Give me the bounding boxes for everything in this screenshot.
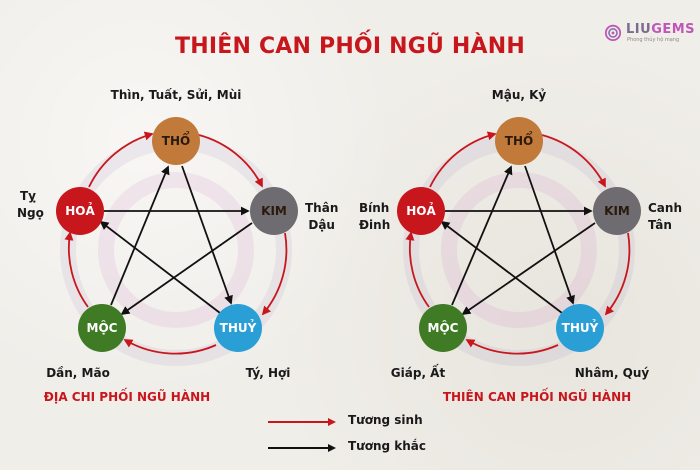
node-tho-right: THỔ xyxy=(504,134,534,148)
label-kim-left: Thân Dậu xyxy=(305,201,339,232)
label-tho-right: Mậu, Kỷ xyxy=(491,88,547,102)
page-title: THIÊN CAN PHỐI NGŨ HÀNH xyxy=(175,34,525,59)
node-hoa-right: HOẢ xyxy=(406,204,436,218)
label-hoa-right: Bính Đinh xyxy=(359,201,391,232)
node-moc-right: MỘC xyxy=(427,321,459,335)
logo-swirl-icon xyxy=(604,24,622,41)
node-tho-left: THỔ xyxy=(161,134,191,148)
node-hoa-left: HOẢ xyxy=(65,204,95,218)
node-moc-left: MỘC xyxy=(86,321,118,335)
label-kim-right: Canh Tân xyxy=(648,201,682,232)
logo-tagline: Phong thủy hộ mạng xyxy=(627,37,680,43)
node-kim-right: KIM xyxy=(604,204,630,218)
legend-controlling-label: Tương khắc xyxy=(348,439,427,453)
black-arrow-icon xyxy=(268,444,336,452)
label-thuy-left: Tý, Hợi xyxy=(245,366,291,380)
node-thuy-left: THUỶ xyxy=(219,321,257,335)
red-arrow-icon xyxy=(268,418,336,426)
node-kim-left: KIM xyxy=(261,204,287,218)
label-moc-right: Giáp, Ất xyxy=(390,366,446,380)
label-hoa-left: Tỵ Ngọ xyxy=(17,189,44,220)
node-thuy-right: THUỶ xyxy=(561,321,599,335)
label-thuy-right: Nhâm, Quý xyxy=(574,366,650,380)
brand-logo[interactable]: LIUGEMS Phong thủy hộ mạng xyxy=(604,22,695,48)
left-five-elements-diagram xyxy=(56,117,298,355)
label-tho-left: Thìn, Tuất, Sửi, Mùi xyxy=(110,88,242,102)
right-five-elements-diagram xyxy=(397,117,641,355)
legend-generating-label: Tương sinh xyxy=(348,413,423,427)
left-diagram-caption: ĐỊA CHI PHỐI NGŨ HÀNH xyxy=(43,390,211,404)
label-moc-left: Dần, Mão xyxy=(46,366,110,380)
logo-wordmark: LIUGEMS xyxy=(626,22,696,37)
right-diagram-caption: THIÊN CAN PHỐI NGŨ HÀNH xyxy=(442,390,632,404)
